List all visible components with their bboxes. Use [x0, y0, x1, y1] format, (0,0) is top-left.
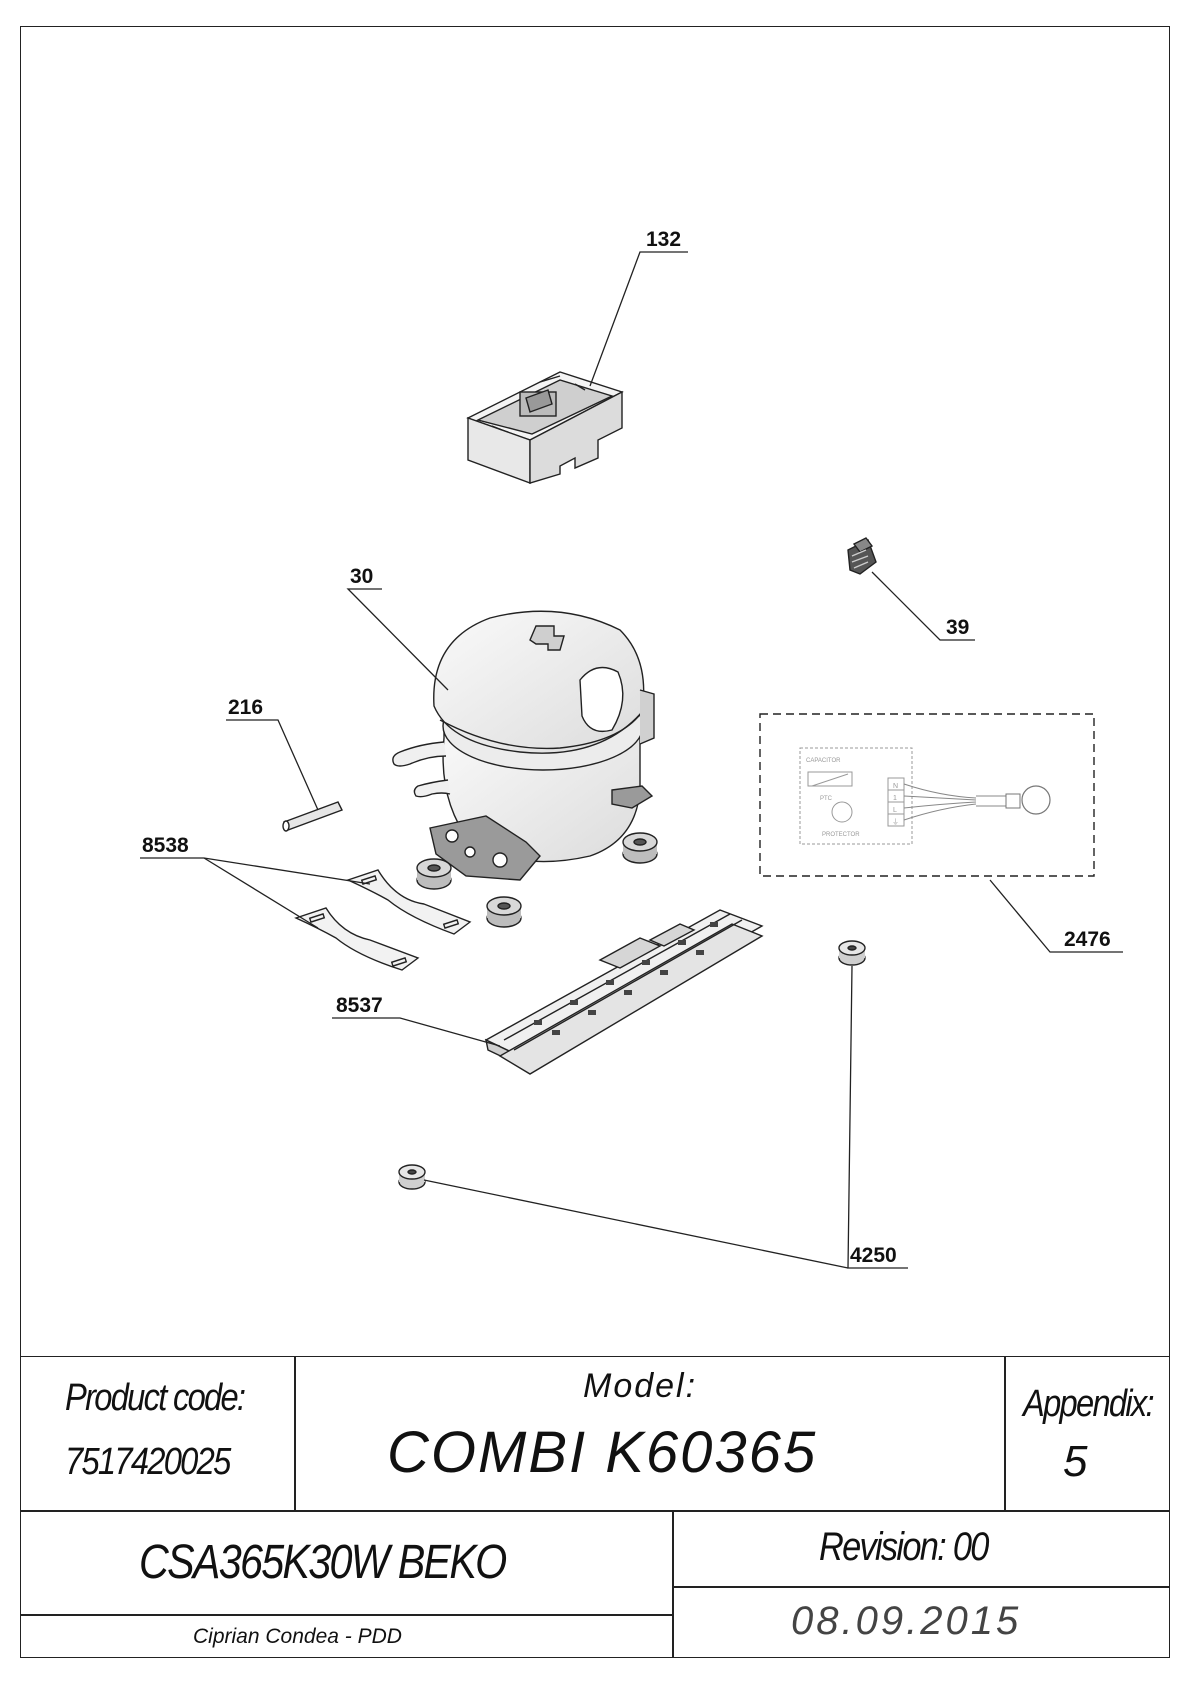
callout-2476: 2476	[1064, 928, 1111, 951]
leader-30	[346, 588, 449, 691]
model-cell: Model: COMBI K60365	[294, 1356, 1006, 1512]
callout-132: 132	[646, 228, 681, 251]
callout-216: 216	[228, 696, 263, 719]
leader-2476	[989, 879, 1123, 953]
nut-part	[398, 940, 866, 1190]
author-value: Ciprian Condea - PDD	[193, 1625, 402, 1648]
compressor-part	[392, 610, 655, 881]
leader-8537	[332, 1017, 501, 1047]
exploded-parts-diagram: CAPACITOR PTC PROTECTOR N 1 L ⏚ 132 39 3…	[140, 228, 1123, 1269]
wiring-harness-part: CAPACITOR PTC PROTECTOR N 1 L ⏚	[759, 713, 1095, 877]
model-value: COMBI K60365	[387, 1420, 818, 1485]
appendix-value: 5	[1063, 1437, 1088, 1486]
leader-132	[589, 251, 688, 387]
base-plate-part	[484, 909, 764, 1075]
appendix-cell: Appendix: 5	[1004, 1356, 1170, 1512]
strap-part	[294, 869, 472, 971]
relay-part	[847, 537, 877, 575]
product-code-cell: Product code: 7517420025	[20, 1356, 296, 1512]
terminal-cover-part	[466, 371, 624, 485]
leader-4250b	[423, 1179, 849, 1269]
capacitor-label: CAPACITOR	[806, 758, 841, 764]
terminal-l-label: L	[893, 807, 897, 814]
compressor-value: CSA365K30W BEKO	[139, 1536, 507, 1589]
leader-8538b	[203, 857, 319, 929]
callout-30: 30	[350, 565, 373, 588]
revision-cell: Revision: 00	[672, 1510, 1170, 1588]
appendix-label: Appendix:	[1023, 1383, 1155, 1425]
author-cell: Ciprian Condea - PDD	[20, 1614, 674, 1658]
product-code-value: 7517420025	[65, 1441, 231, 1483]
grommet-part	[416, 832, 658, 928]
revision-value: Revision: 00	[819, 1525, 989, 1569]
callout-4250: 4250	[850, 1244, 897, 1267]
protector-label: PROTECTOR	[822, 832, 860, 838]
leader-39	[871, 571, 975, 641]
date-value: 08.09.2015	[791, 1599, 1022, 1643]
callout-8537: 8537	[336, 994, 383, 1017]
product-code-label: Product code:	[65, 1377, 246, 1419]
terminal-earth-label: ⏚	[892, 818, 899, 826]
terminal-1-label: 1	[893, 795, 897, 802]
callout-8538: 8538	[142, 834, 189, 857]
callout-39: 39	[946, 616, 969, 639]
terminal-n-label: N	[893, 783, 898, 790]
compressor-cell: CSA365K30W BEKO	[20, 1510, 674, 1616]
leader-lines	[140, 251, 1123, 1269]
ptc-label: PTC	[820, 796, 833, 802]
leader-216	[226, 719, 319, 811]
model-label: Model:	[583, 1367, 698, 1405]
pin-part	[282, 801, 343, 832]
date-cell: 08.09.2015	[672, 1586, 1170, 1658]
